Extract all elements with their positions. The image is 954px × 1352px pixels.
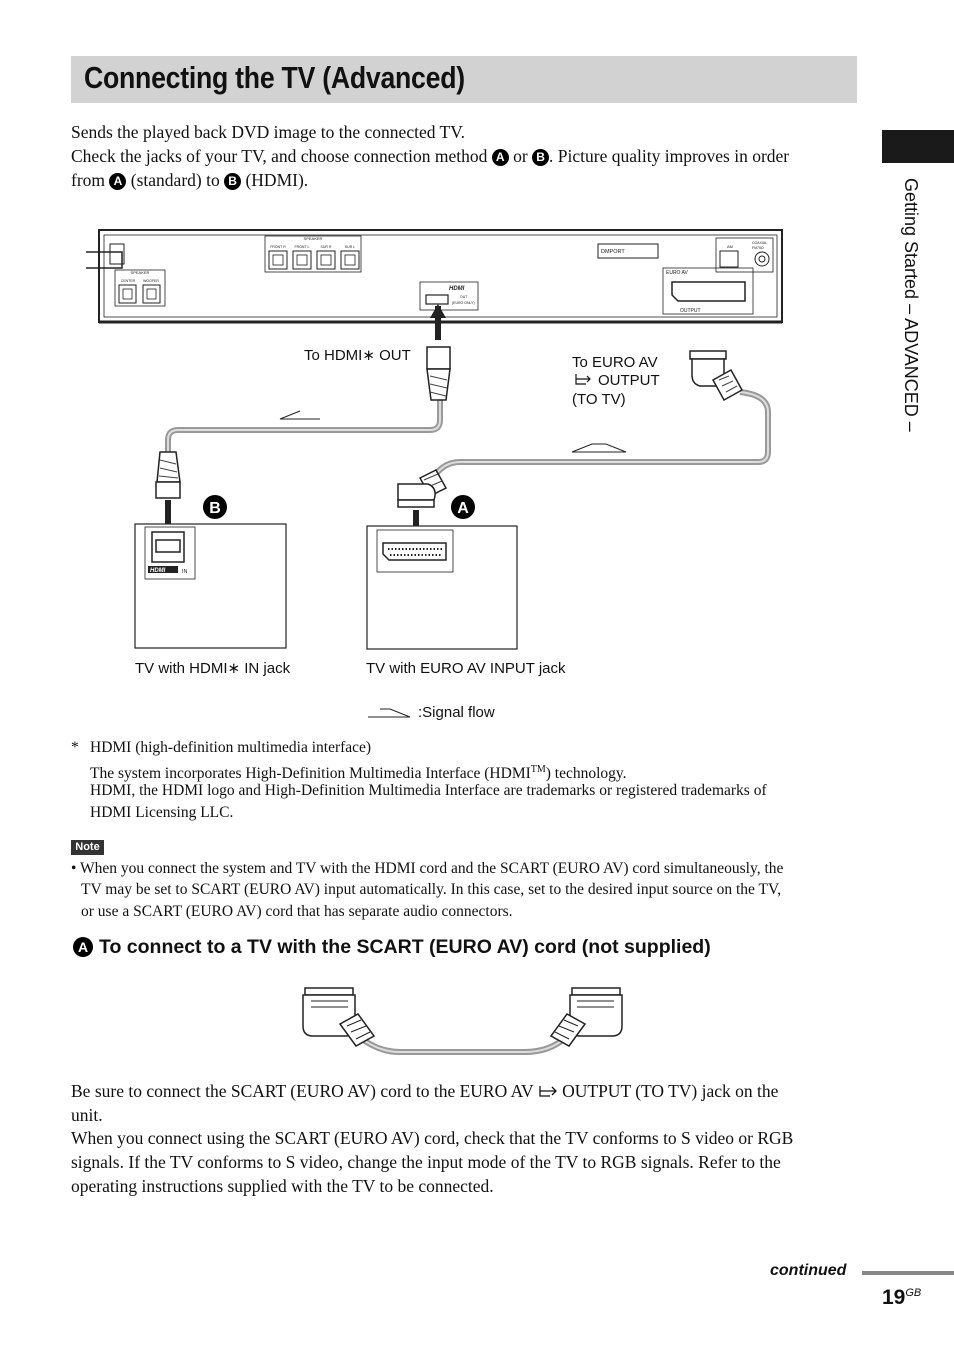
page-suffix: GB [905, 1287, 922, 1299]
section-a-p2-line-3: operating instructions supplied with the… [71, 1176, 494, 1196]
panel-speaker-label: SPEAKER [304, 236, 323, 241]
panel-front-r-label: FRONT R [270, 245, 286, 249]
footnote-line-1: HDMI (high-definition multimedia interfa… [90, 739, 372, 756]
panel-fm-label: FM75Ω [752, 246, 764, 250]
panel-euro-only-label: (EURO ONLY) [452, 301, 475, 305]
body-text: Be sure to connect the SCART (EURO AV) c… [71, 1081, 538, 1101]
footnote-text: The system incorporates High-Definition … [90, 765, 531, 783]
intro-line-3: from A (standard) to B (HDMI). [71, 168, 308, 192]
scart-output-icon [539, 1086, 557, 1097]
section-a-p2-line-1: When you connect using the SCART (EURO A… [71, 1128, 794, 1148]
panel-front-l-label: FRONT L [295, 245, 310, 249]
panel-woofer-label: WOOFER [143, 279, 159, 283]
intro-line-2: Check the jacks of your TV, and choose c… [71, 144, 789, 168]
intro-text: Check the jacks of your TV, and choose c… [71, 146, 492, 166]
footnote-line-4: HDMI Licensing LLC. [90, 804, 234, 821]
panel-euro-av-label: EURO AV [666, 270, 689, 276]
connection-diagram: SPEAKER FRONT R FRONT L SUR R SUR L SPEA… [86, 229, 783, 721]
section-a-heading-text: To connect to a TV with the SCART (EURO … [99, 936, 711, 958]
marker-b-icon: B [203, 495, 227, 519]
marker-a-icon: A [73, 937, 93, 957]
scart-output-icon [575, 374, 591, 385]
intro-text: . Picture quality improves in order [549, 146, 790, 166]
intro-line-1: Sends the played back DVD image to the c… [71, 122, 465, 142]
scart-cord-illustration [302, 987, 623, 1055]
continued-rule [862, 1271, 954, 1275]
page-number-value: 19 [882, 1286, 906, 1309]
marker-a-icon: A [451, 495, 475, 519]
section-a-heading: A To connect to a TV with the SCART (EURO… [73, 936, 711, 959]
scart-cable [397, 350, 771, 544]
page-title: Connecting the TV (Advanced) [84, 60, 465, 95]
marker-b-icon: B [224, 173, 242, 190]
label-to-tv: (TO TV) [572, 391, 626, 408]
label-signal-flow: :Signal flow [418, 704, 495, 721]
tv-euro-box [366, 525, 518, 650]
section-tab-marker [882, 130, 954, 163]
label-tv-euro: TV with EURO AV INPUT jack [366, 660, 566, 677]
label-tv-hdmi: TV with HDMI∗ IN jack [135, 660, 291, 677]
panel-sur-r-label: SUR R [321, 245, 332, 249]
label-to-hdmi-out: To HDMI∗ OUT [304, 347, 411, 364]
label-to-euro-av: To EURO AV [572, 354, 658, 371]
panel-dmport-label: DMPORT [601, 249, 625, 255]
tv-hdmi-logo: HDMI [150, 568, 166, 574]
note-line-3: or use a SCART (EURO AV) cord that has s… [81, 903, 513, 920]
panel-am-label: AM [727, 244, 733, 249]
panel-hdmi-logo: HDMI [449, 286, 465, 292]
marker-b-icon: B [532, 149, 550, 166]
section-a-p1-line-2: unit. [71, 1105, 103, 1125]
panel-coaxial-label: COAXIAL [752, 241, 767, 245]
section-a-p2-line-2: signals. If the TV conforms to S video, … [71, 1152, 781, 1172]
marker-a-icon: A [109, 173, 127, 190]
intro-text: from [71, 170, 110, 190]
panel-speaker2-label: SPEAKER [131, 270, 150, 275]
continued-label: continued [770, 1262, 847, 1279]
label-output: OUTPUT [598, 372, 660, 389]
footnote-star: * [71, 739, 79, 756]
intro-text: or [508, 146, 533, 166]
trademark-sup: TM [530, 764, 546, 775]
footnote-text: ) technology. [545, 765, 627, 783]
footnote-line-2: The system incorporates High-Definition … [90, 759, 627, 785]
section-a-p1-line-1: Be sure to connect the SCART (EURO AV) c… [71, 1079, 778, 1103]
note-badge: Note [71, 840, 104, 855]
tv-hdmi-box: HDMI IN [134, 523, 287, 649]
panel-output-label: OUTPUT [680, 308, 701, 314]
panel-out-label: OUT [460, 295, 468, 299]
marker-a-icon: A [491, 149, 509, 166]
panel-sur-l-label: SUR L [345, 245, 355, 249]
marker-b-label: B [209, 500, 221, 517]
intro-text: (HDMI). [241, 170, 309, 190]
note-line-2: TV may be set to SCART (EURO AV) input a… [81, 881, 782, 898]
marker-a-label: A [457, 500, 469, 517]
tv-in-label: IN [182, 569, 188, 575]
title-bar [71, 56, 857, 103]
panel-center-label: CENTER [121, 279, 136, 283]
intro-text: (standard) to [126, 170, 225, 190]
footnote-line-3: HDMI, the HDMI logo and High-Definition … [90, 782, 767, 799]
signal-flow-legend-icon [368, 708, 411, 718]
hdmi-cable [155, 304, 451, 542]
signal-flow-arrow [279, 410, 627, 453]
note-line-1: • When you connect the system and TV wit… [71, 860, 784, 877]
body-text: OUTPUT (TO TV) jack on the [557, 1081, 779, 1101]
unit-rear-panel: SPEAKER FRONT R FRONT L SUR R SUR L SPEA… [86, 229, 783, 324]
page-number: 19GB [882, 1286, 921, 1310]
